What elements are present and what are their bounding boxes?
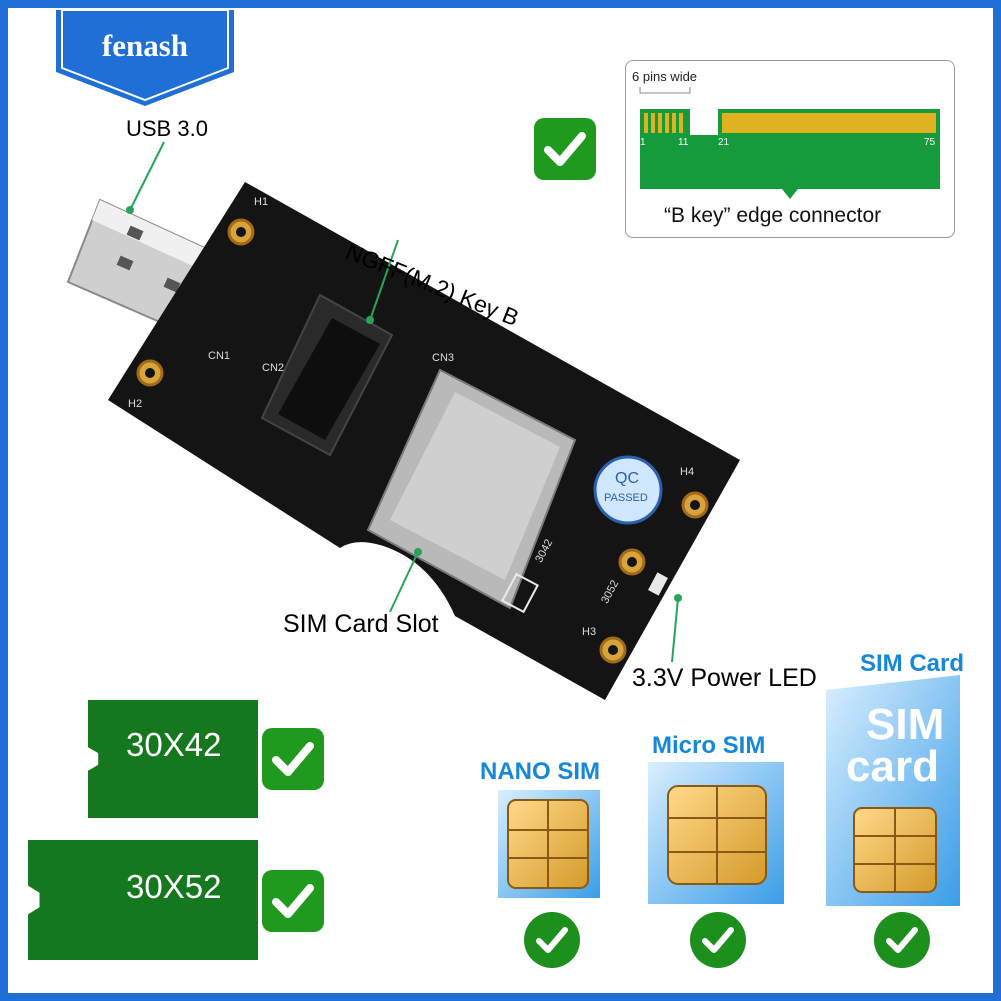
- silk-cn1: CN1: [208, 350, 231, 362]
- edge-connector-diagram: [639, 87, 940, 199]
- check-icon: [272, 884, 314, 918]
- qc-sticker: [593, 455, 663, 525]
- qc-sticker-bottom: PASSED: [604, 492, 648, 504]
- edge-pin-label-11: 11: [678, 137, 689, 148]
- sim-title-micro: Micro SIM: [652, 732, 766, 759]
- brand-badge: [56, 10, 234, 106]
- module-30x42: 30X42: [88, 700, 258, 818]
- check-icon: [886, 927, 918, 953]
- module-30x52: 30X52: [28, 840, 258, 960]
- silk-h3: H3: [582, 626, 597, 638]
- silk-cn3: CN3: [432, 352, 455, 364]
- silk-cn2: CN2: [262, 362, 285, 374]
- callout-power-led: 3.3V Power LED: [632, 664, 817, 692]
- check-icon: [544, 132, 586, 166]
- edge-connector-panel: 6 pins wide 1 11 21 75 “B key” edge conn…: [625, 60, 955, 238]
- micro-sim-check: [690, 912, 746, 968]
- callout-sim-slot: SIM Card Slot: [283, 610, 439, 638]
- standard-sim-check: [874, 912, 930, 968]
- qc-sticker-top: QC: [615, 470, 639, 487]
- micro-sim-icon: [648, 762, 784, 904]
- module-30x52-check: [262, 870, 324, 932]
- edge-connector-caption: “B key” edge connector: [664, 204, 882, 227]
- check-icon: [536, 927, 568, 953]
- check-icon: [272, 742, 314, 776]
- edge-connector-check: [534, 118, 596, 180]
- nano-sim-check: [524, 912, 580, 968]
- brand-logo-text: fenash: [101, 28, 189, 63]
- sim-title-standard: SIM Card: [860, 650, 965, 677]
- sim-card-word-1: SIM: [866, 700, 945, 749]
- silk-h1: H1: [254, 196, 269, 208]
- edge-width-note: 6 pins wide: [632, 69, 698, 84]
- silk-h4: H4: [680, 466, 695, 478]
- edge-pin-label-21: 21: [718, 137, 730, 148]
- nano-sim-icon: [498, 790, 600, 898]
- standard-sim-icon: [826, 675, 960, 906]
- power-led: [648, 572, 668, 596]
- edge-pin-label-75: 75: [924, 137, 936, 148]
- module-30x42-check: [262, 728, 324, 790]
- callout-usb: USB 3.0: [126, 116, 208, 141]
- sim-title-nano: NANO SIM: [480, 758, 600, 785]
- silk-h2: H2: [128, 398, 143, 410]
- edge-pin-label-1: 1: [640, 137, 646, 148]
- module-label: 30X52: [126, 868, 222, 905]
- check-icon: [702, 927, 734, 953]
- sim-card-word-2: card: [846, 742, 939, 791]
- module-label: 30X42: [126, 726, 222, 763]
